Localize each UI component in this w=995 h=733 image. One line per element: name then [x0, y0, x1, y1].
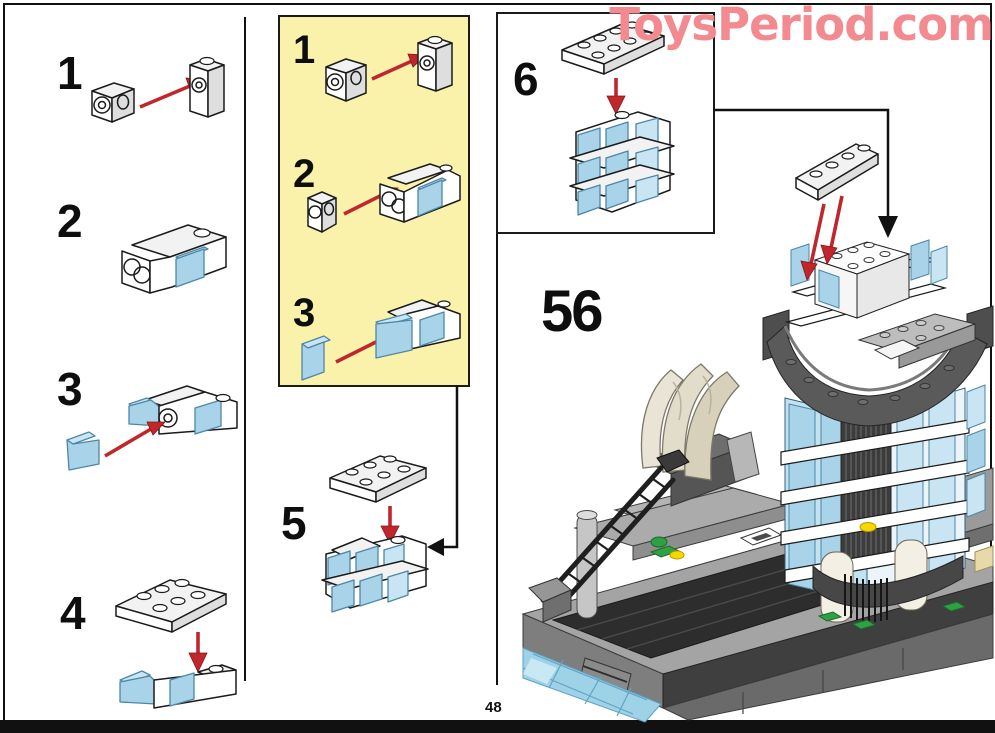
assembly [119, 664, 237, 709]
red-arrow-icon [606, 78, 626, 115]
tower-top [784, 239, 948, 327]
step-number-callout-1: 1 [293, 28, 315, 72]
step2-diagram [121, 224, 227, 294]
yellow-dome [669, 550, 685, 560]
step6-diagram [561, 21, 675, 216]
yellow-dome [859, 522, 877, 532]
red-arrow-icon [188, 632, 208, 673]
step-number-6: 6 [513, 53, 539, 105]
step1-diagram [91, 56, 225, 123]
assembly [379, 163, 461, 223]
headlight-brick [91, 82, 135, 123]
step-number-5: 5 [281, 497, 307, 549]
step-number-callout-2: 2 [293, 152, 315, 196]
step-number-56: 56 [541, 279, 603, 344]
window-stack-assembly [569, 110, 675, 216]
callout-step1-diagram [325, 35, 453, 102]
red-arrow-icon [380, 506, 400, 545]
frame-right [990, 3, 992, 560]
assembly [375, 299, 461, 359]
tower [762, 239, 994, 630]
frame-top [3, 3, 992, 5]
plate-1x4-callout [795, 143, 879, 281]
step3-diagram [66, 385, 238, 471]
step-number-callout-3: 3 [293, 291, 315, 335]
callout-step2-diagram [307, 163, 461, 233]
water-tiles [522, 647, 662, 723]
divider-center-column [496, 12, 498, 685]
blue-wedge-piece [66, 431, 100, 471]
window-assembly [321, 535, 429, 613]
side-stud-brick [189, 56, 225, 118]
plate-2x4 [561, 21, 665, 75]
crane-arm [528, 449, 690, 623]
stud-platform [857, 313, 977, 369]
divider-left-column [244, 17, 246, 681]
white-frame-piece [739, 527, 783, 546]
assembly [128, 385, 238, 435]
tan-corner-plate [974, 545, 994, 573]
page-number: 48 [485, 699, 502, 716]
plate-2x3 [115, 578, 227, 633]
plate-2x3 [329, 455, 427, 503]
balcony-ring [762, 305, 994, 427]
step5-diagram [321, 455, 429, 613]
red-arrow-icon [800, 195, 844, 281]
red-arrow-icon [104, 421, 166, 458]
bottom-scan-bar [0, 720, 995, 733]
step-number-left-4: 4 [60, 587, 86, 639]
frame-left [3, 3, 5, 720]
small-piece [307, 191, 337, 233]
step-number-left-1: 1 [57, 47, 83, 99]
step-number-left-3: 3 [57, 363, 83, 415]
watermark: ToysPeriod.com [609, 0, 994, 51]
callout-step3-diagram [301, 299, 461, 381]
step-number-left-2: 2 [57, 195, 83, 247]
model-56-illustration [521, 239, 994, 723]
plate-1x4 [795, 143, 879, 201]
step4-diagram [115, 578, 237, 709]
blue-panel-piece [301, 335, 331, 381]
